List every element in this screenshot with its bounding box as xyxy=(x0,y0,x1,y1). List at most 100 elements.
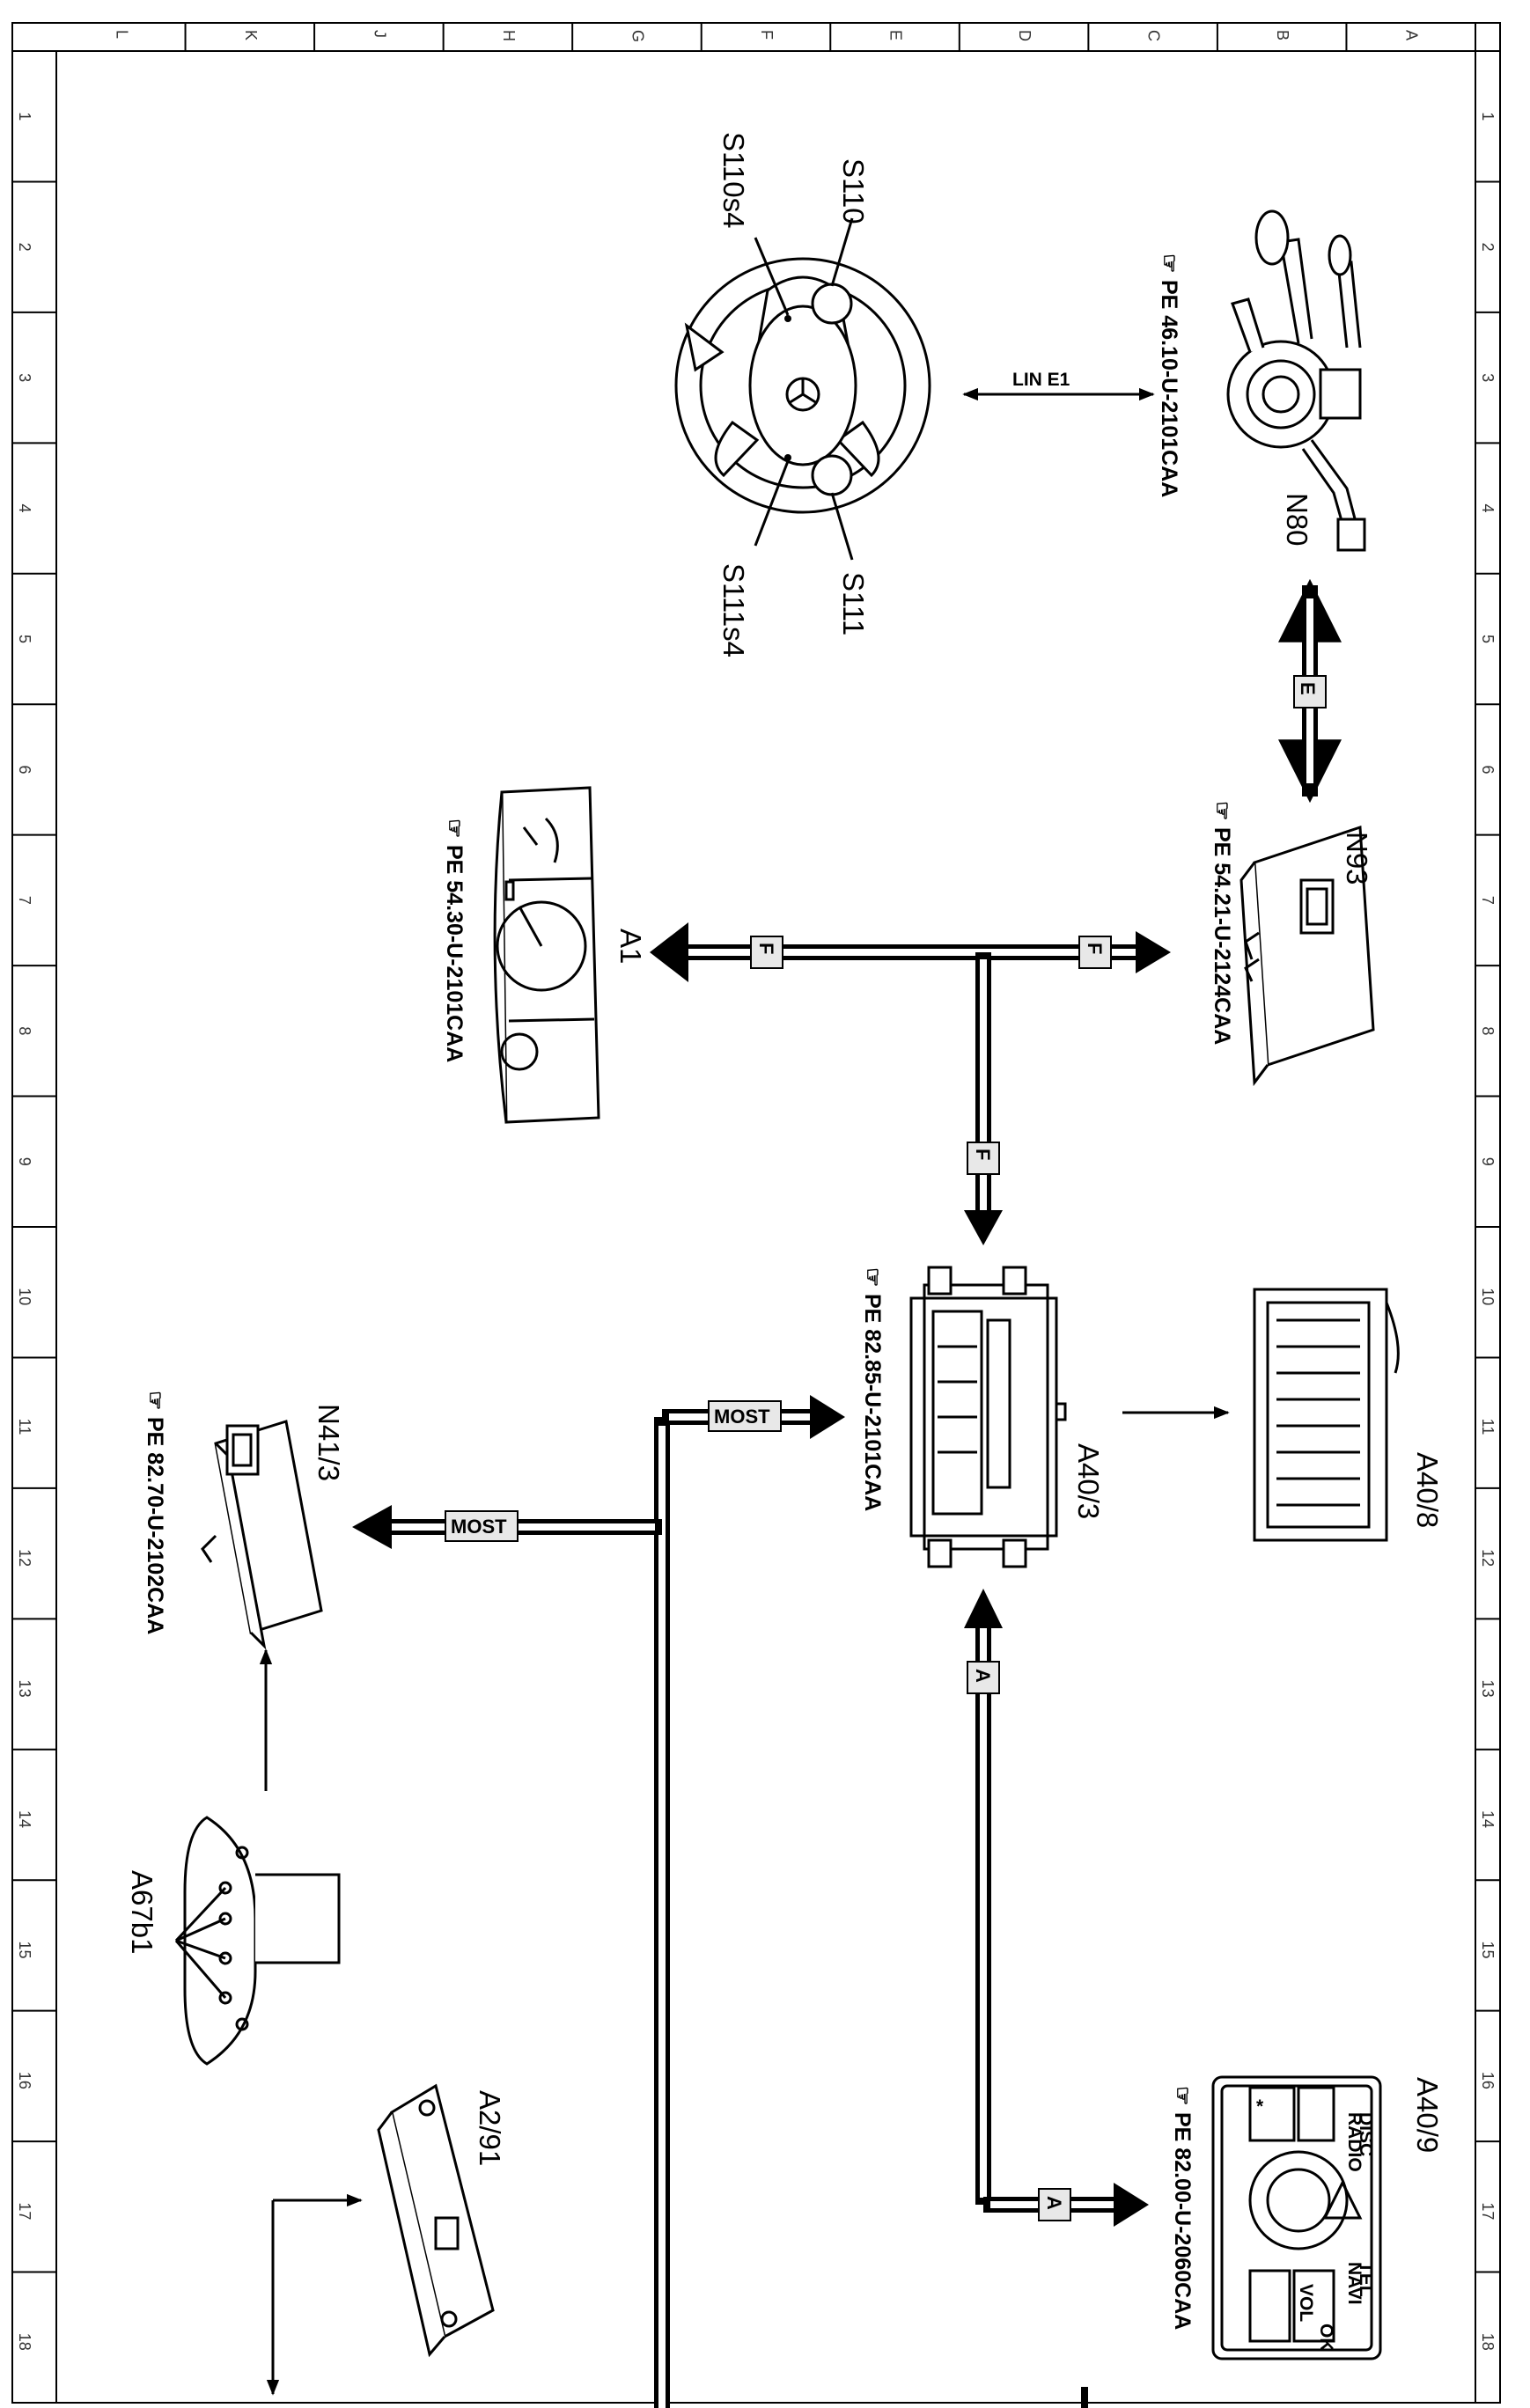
a2-91-label: A2/91 xyxy=(474,2090,506,2166)
grid-row-label: 13 xyxy=(1479,1680,1497,1698)
n80-steering-column-module xyxy=(1226,209,1366,552)
n93-central-gateway xyxy=(1239,825,1375,1087)
bus-f-label-2: F xyxy=(1084,943,1106,954)
a40-8-label: A40/8 xyxy=(1411,1452,1444,1528)
grid-row-label: 8 xyxy=(1479,1026,1497,1035)
grid-row-label: 10 xyxy=(16,1288,33,1305)
most-label-2: MOST xyxy=(451,1516,507,1538)
grid-row-label: 11 xyxy=(16,1419,33,1435)
panel-navi-label: NAVI xyxy=(1344,2262,1364,2305)
bus-e-label: E xyxy=(1297,682,1319,695)
asterisk-icon: * xyxy=(1256,2096,1264,2117)
n41-3-module xyxy=(201,1420,323,1650)
a67b1-microphone xyxy=(174,1816,341,2066)
hand-icon-n80: ☞ xyxy=(1157,253,1181,273)
grid-column-label: A xyxy=(1403,30,1421,40)
steering-wheel xyxy=(674,217,931,561)
grid-row-label: 5 xyxy=(1479,635,1497,643)
a40-9-reference: PE 82.00-U-2060CAA xyxy=(1170,2112,1195,2330)
grid-row-label: 4 xyxy=(16,504,33,513)
a40-9-label: A40/9 xyxy=(1411,2077,1444,2153)
a1-reference: PE 54.30-U-2101CAA xyxy=(442,845,467,1062)
grid-row-label: 9 xyxy=(1479,1157,1497,1166)
grid-row-label: 1 xyxy=(16,112,33,121)
a1-label: A1 xyxy=(614,929,647,964)
grid-row-label: 1 xyxy=(1479,112,1497,121)
grid-column-label: D xyxy=(1016,30,1033,41)
panel-ok-label: OK xyxy=(1316,2324,1336,2352)
panel-disc-label: DISC xyxy=(1356,2112,1376,2156)
grid-row-label: 18 xyxy=(1479,2333,1497,2351)
grid-row-label: 3 xyxy=(1479,373,1497,382)
grid-column-label: L xyxy=(113,30,130,39)
hand-icon-a1: ☞ xyxy=(442,819,467,838)
most-bus-network xyxy=(352,1395,845,2408)
grid-column-label: H xyxy=(500,30,518,41)
bus-f-label-3: F xyxy=(972,1149,994,1160)
grid-row-label: 5 xyxy=(16,635,33,643)
grid-row-label: 17 xyxy=(1479,2202,1497,2220)
a40-9-control-panel: * xyxy=(1211,2075,1382,2360)
grid-row-label: 14 xyxy=(1479,1810,1497,1828)
grid-column-label: J xyxy=(371,30,388,38)
grid-row-label: 8 xyxy=(16,1026,33,1035)
bus-f-label-1: F xyxy=(755,943,777,954)
grid-row-label: 12 xyxy=(16,1549,33,1567)
grid-column-label: F xyxy=(758,30,776,40)
grid-column-label: B xyxy=(1274,30,1291,40)
n41-3-label: N41/3 xyxy=(313,1404,345,1481)
panel-tel-label: TEL xyxy=(1356,2262,1376,2297)
grid-column-label: K xyxy=(242,30,260,40)
grid-row-label: 3 xyxy=(16,373,33,382)
grid-row-label: 2 xyxy=(1479,243,1497,252)
a40-8-display xyxy=(1253,1288,1400,1542)
edge-mark xyxy=(1081,2387,1088,2408)
panel-radio-label: RADIO xyxy=(1344,2112,1364,2172)
grid-row-label: 15 xyxy=(16,1941,33,1958)
grid-row-label: 6 xyxy=(16,765,33,774)
grid-row-label: 12 xyxy=(1479,1549,1497,1567)
hand-icon-n93: ☞ xyxy=(1210,801,1234,820)
panel-vol-label: VOL xyxy=(1296,2284,1316,2322)
bus-f-network xyxy=(650,922,1171,1245)
a1-instrument-cluster xyxy=(493,786,600,1124)
lin-e1-label: LIN E1 xyxy=(1012,370,1070,390)
grid-column-label: G xyxy=(629,30,646,42)
grid-row-label: 18 xyxy=(16,2333,33,2351)
grid-row-label: 4 xyxy=(1479,504,1497,513)
bus-a-label-1: A xyxy=(972,1669,994,1683)
hand-icon-a40-3: ☞ xyxy=(860,1267,885,1287)
n80-label: N80 xyxy=(1281,493,1313,547)
grid-row-label: 17 xyxy=(16,2202,33,2220)
n41-3-reference: PE 82.70-U-2102CAA xyxy=(143,1417,167,1634)
a40-3-label: A40/3 xyxy=(1072,1443,1105,1519)
s111s4-label: S111s4 xyxy=(717,563,750,657)
grid-column-label: E xyxy=(887,30,905,40)
bus-a-label-2: A xyxy=(1043,2196,1065,2210)
n93-label: N93 xyxy=(1341,832,1373,885)
s110s4-label: S110s4 xyxy=(717,132,750,228)
grid-row-label: 7 xyxy=(1479,896,1497,905)
n93-reference: PE 54.21-U-2124CAA xyxy=(1210,827,1234,1045)
s110-label: S110 xyxy=(837,158,870,224)
grid-column-label: C xyxy=(1145,30,1163,41)
hand-icon-n41-3: ☞ xyxy=(143,1391,167,1410)
grid-row-label: 15 xyxy=(1479,1941,1497,1958)
grid-row-label: 16 xyxy=(16,2072,33,2089)
grid-row-label: 10 xyxy=(1479,1288,1497,1305)
grid-row-label: 6 xyxy=(1479,765,1497,774)
grid-row-label: 14 xyxy=(16,1810,33,1828)
grid-row-label: 2 xyxy=(16,243,33,252)
a40-3-control-unit xyxy=(909,1266,1067,1568)
hand-icon-a40-9: ☞ xyxy=(1170,2086,1195,2105)
n80-reference: PE 46.10-U-2101CAA xyxy=(1157,280,1181,497)
s111-label: S111 xyxy=(837,572,870,635)
a2-91-component xyxy=(377,2083,495,2358)
a67b1-label: A67b1 xyxy=(126,1870,158,1954)
most-label-1: MOST xyxy=(714,1406,770,1428)
grid-row-label: 11 xyxy=(1479,1419,1497,1435)
grid-row-label: 7 xyxy=(16,896,33,905)
grid-row-label: 16 xyxy=(1479,2072,1497,2089)
a40-3-reference: PE 82.85-U-2101CAA xyxy=(860,1294,885,1511)
